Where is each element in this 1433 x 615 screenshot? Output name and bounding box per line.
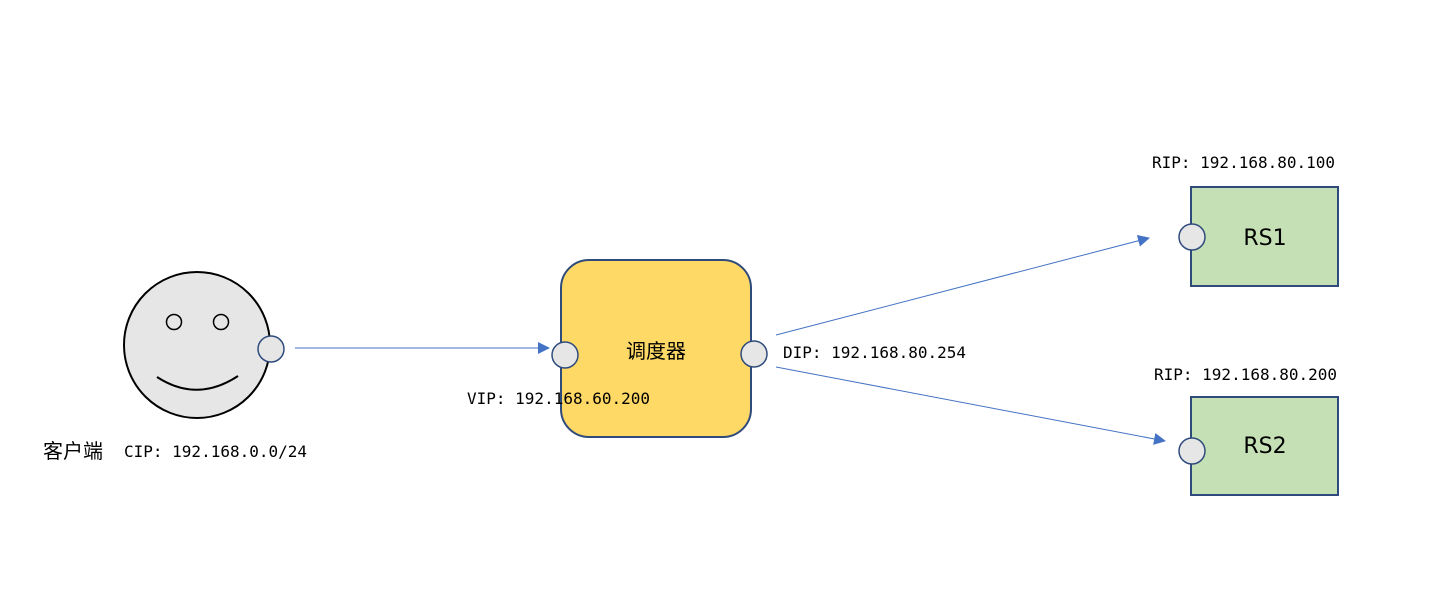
rip-label-rs2: RIP: 192.168.80.200	[1154, 365, 1337, 384]
arrow-scheduler-to-rs2	[775, 366, 1166, 445]
arrow-scheduler-to-rs1	[775, 234, 1150, 336]
server-node-rs2: RS2	[1190, 396, 1339, 496]
smile-mouth	[156, 375, 239, 391]
scheduler-in-port	[551, 341, 579, 369]
server-node-rs1: RS1	[1190, 186, 1339, 287]
rip-label-rs1: RIP: 192.168.80.100	[1152, 153, 1335, 172]
right-eye	[212, 313, 230, 331]
scheduler-label: 调度器	[626, 339, 686, 363]
vip-label: VIP: 192.168.60.200	[467, 389, 650, 408]
server-label-rs2: RS2	[1243, 434, 1286, 459]
client-node	[123, 271, 271, 419]
smiley-face-icon	[123, 271, 271, 419]
left-eye	[165, 313, 183, 331]
cip-label: CIP: 192.168.0.0/24	[124, 442, 307, 461]
dip-label: DIP: 192.168.80.254	[783, 343, 966, 362]
server-port-rs1	[1178, 223, 1206, 251]
scheduler-out-port	[740, 340, 768, 368]
client-port	[257, 335, 285, 363]
client-name-label: 客户端	[43, 439, 103, 463]
scheduler-node: 调度器	[560, 259, 752, 438]
server-box-rs1	[1190, 186, 1339, 287]
server-label-rs1: RS1	[1243, 226, 1286, 251]
server-port-rs2	[1178, 437, 1206, 465]
